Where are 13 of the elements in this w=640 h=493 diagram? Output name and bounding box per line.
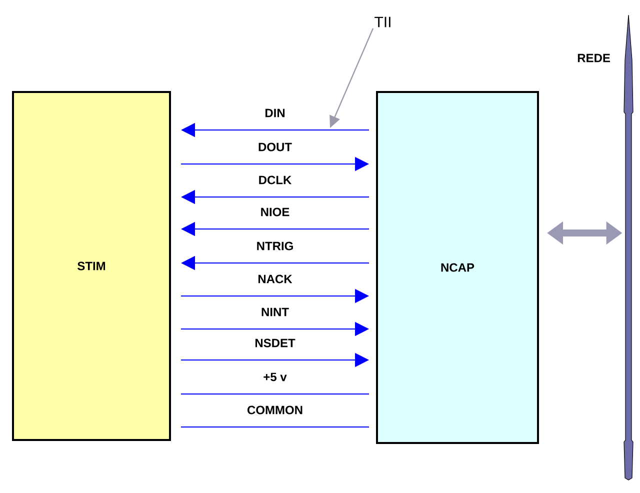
edge-label: DOUT — [257, 142, 293, 152]
edge-label: NINT — [260, 306, 290, 318]
edge-label: COMMON — [246, 404, 304, 416]
callout-text: TII — [374, 16, 390, 28]
edge-label: +5 v — [262, 372, 288, 382]
edge-label: NSDET — [254, 338, 296, 348]
edge-label: DIN — [264, 108, 286, 118]
module-box: NCAP — [376, 91, 539, 444]
module-box: STIM — [12, 91, 171, 441]
edge-label: DCLK — [257, 174, 293, 186]
edge-label: NIOE — [259, 206, 291, 218]
edge-label: NACK — [256, 274, 294, 284]
bus-label: REDE — [578, 54, 610, 62]
